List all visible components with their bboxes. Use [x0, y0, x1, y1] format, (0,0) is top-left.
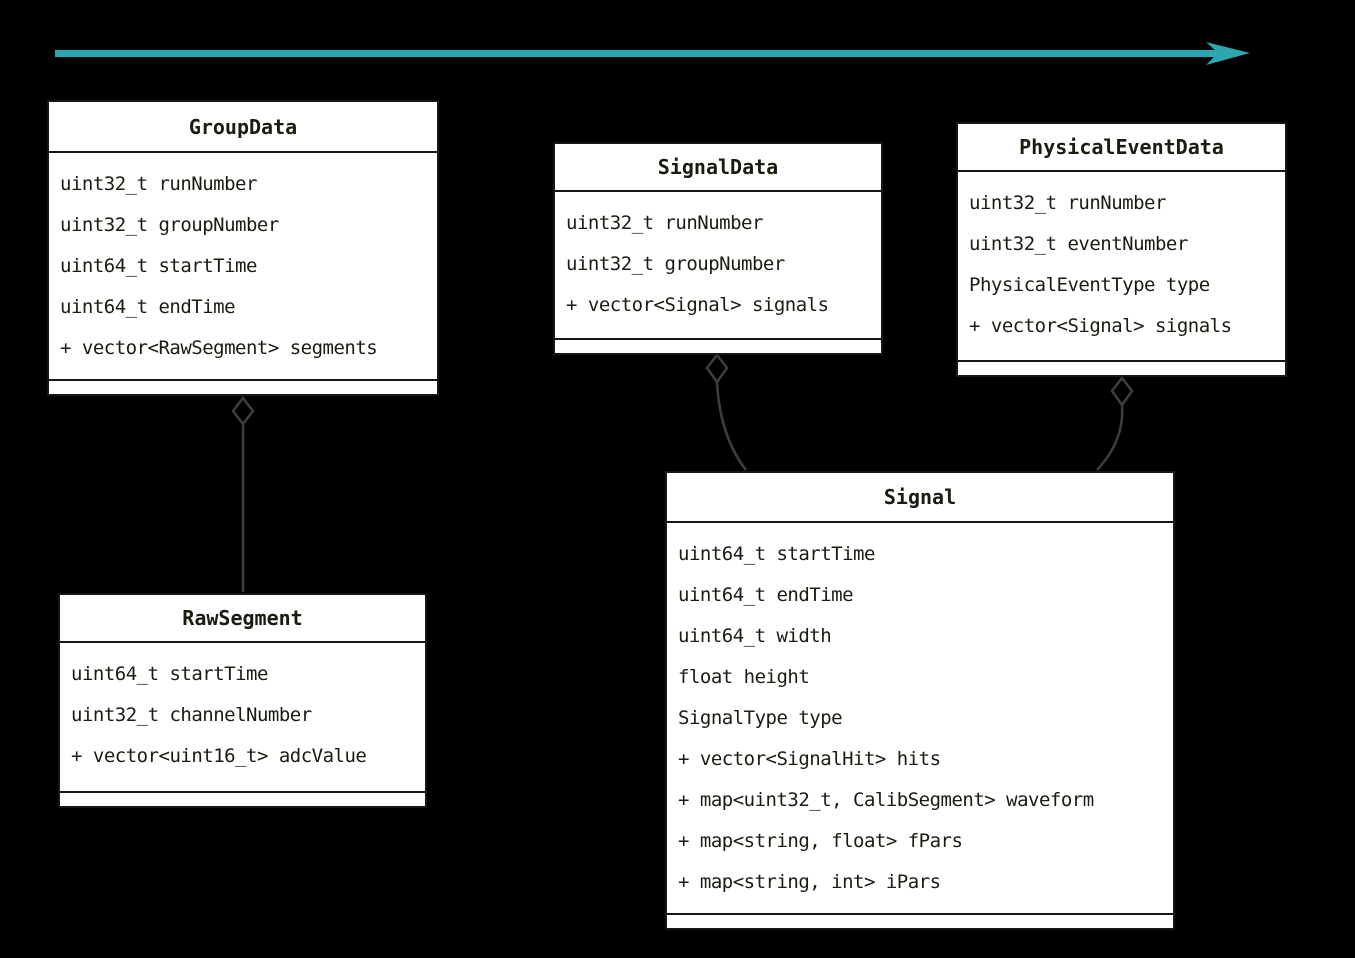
class-box-rawsegment: RawSegment uint64_t startTime uint32_t c… [58, 593, 427, 808]
class-attribute: uint32_t eventNumber [969, 232, 1188, 255]
class-attribute: + map<uint32_t, CalibSegment> waveform [678, 788, 1094, 811]
class-attribute: uint64_t endTime [60, 295, 236, 318]
class-title: SignalData [555, 144, 881, 192]
class-attributes: uint32_t runNumber uint32_t groupNumber … [49, 153, 437, 381]
class-attribute: PhysicalEventType type [969, 273, 1210, 296]
class-attribute: uint64_t startTime [60, 254, 257, 277]
aggregation-diamond-icon [1110, 375, 1134, 408]
flow-direction-arrow [55, 42, 1250, 65]
class-attribute: uint64_t startTime [71, 662, 268, 685]
class-attribute: uint32_t runNumber [969, 191, 1166, 214]
class-attribute: uint64_t startTime [678, 542, 875, 565]
connector-groupdata-rawsegment [231, 395, 255, 592]
class-attributes: uint32_t runNumber uint32_t groupNumber … [555, 192, 881, 340]
flow-arrow-head-icon [1206, 42, 1250, 65]
class-methods-empty [49, 381, 437, 394]
class-attribute: uint64_t width [678, 624, 832, 647]
class-title: RawSegment [60, 595, 425, 643]
class-title: GroupData [49, 102, 437, 153]
connector-line [715, 381, 748, 471]
class-attribute: float height [678, 665, 810, 688]
class-title: Signal [667, 473, 1173, 523]
connector-physicaleventdata-signal [1096, 375, 1134, 471]
class-attributes: uint64_t startTime uint32_t channelNumbe… [60, 643, 425, 793]
class-methods-empty [958, 362, 1285, 375]
class-attribute: + vector<uint16_t> adcValue [71, 744, 367, 767]
class-attribute: + vector<RawSegment> segments [60, 336, 378, 359]
class-attribute: uint32_t groupNumber [566, 252, 785, 275]
class-box-physicaleventdata: PhysicalEventData uint32_t runNumber uin… [956, 122, 1287, 377]
class-attribute: uint32_t runNumber [566, 211, 763, 234]
connector-signaldata-signal [705, 352, 748, 471]
connector-line [1096, 404, 1124, 471]
class-attribute: uint64_t endTime [678, 583, 854, 606]
class-attribute: + map<string, float> fPars [678, 829, 963, 852]
flow-arrow-shaft [55, 50, 1218, 57]
class-attribute: + vector<Signal> signals [566, 293, 829, 316]
class-attribute: uint32_t channelNumber [71, 703, 312, 726]
class-attribute: + vector<Signal> signals [969, 314, 1232, 337]
class-attribute: + map<string, int> iPars [678, 870, 941, 893]
class-attribute: SignalType type [678, 706, 843, 729]
aggregation-diamond-icon [231, 395, 255, 427]
class-attributes: uint64_t startTime uint64_t endTime uint… [667, 523, 1173, 915]
class-box-signaldata: SignalData uint32_t runNumber uint32_t g… [553, 142, 883, 355]
class-attribute: + vector<SignalHit> hits [678, 747, 941, 770]
aggregation-diamond-icon [705, 352, 729, 385]
class-box-signal: Signal uint64_t startTime uint64_t endTi… [665, 471, 1175, 930]
class-methods-empty [555, 340, 881, 353]
class-methods-empty [60, 793, 425, 806]
class-methods-empty [667, 915, 1173, 928]
class-title: PhysicalEventData [958, 124, 1285, 172]
class-attribute: uint32_t runNumber [60, 172, 257, 195]
class-attributes: uint32_t runNumber uint32_t eventNumber … [958, 172, 1285, 362]
class-attribute: uint32_t groupNumber [60, 213, 279, 236]
class-box-groupdata: GroupData uint32_t runNumber uint32_t gr… [47, 100, 439, 396]
